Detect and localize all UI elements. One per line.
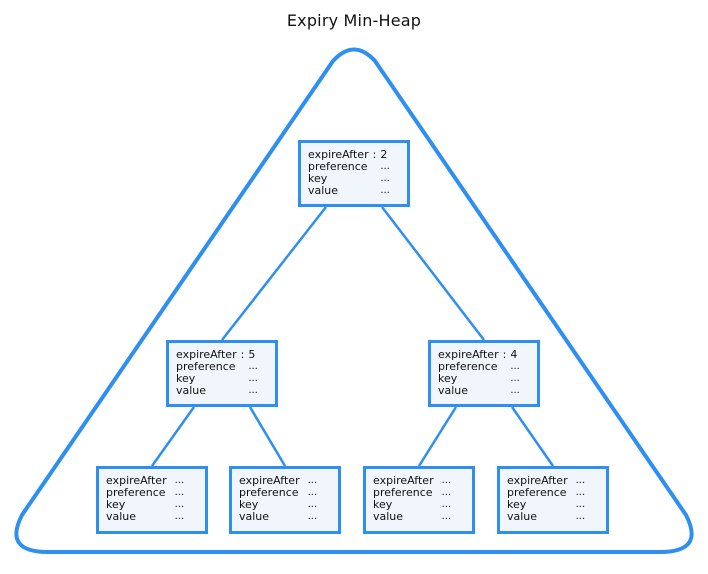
expire-after-label: expireAfter [239, 474, 300, 487]
preference-value: ... [248, 361, 258, 372]
key-value: ... [248, 373, 258, 384]
value-label: value [176, 384, 207, 397]
value-value: ... [380, 185, 390, 196]
preference-label: preference [176, 360, 236, 373]
preference-value: ... [441, 487, 452, 498]
edge-left-to-left-left [150, 406, 196, 467]
preference-value: ... [307, 487, 318, 498]
preference-label: preference [507, 486, 567, 499]
heap-edges [150, 206, 555, 467]
heap-node-root[interactable]: expireAfter:2 preference... key... value… [298, 140, 410, 207]
edge-root-to-right [381, 206, 485, 341]
heap-node-left-left[interactable]: expireAfter... preference... key... valu… [96, 466, 208, 534]
expire-after-label: expireAfter [507, 474, 568, 487]
heap-node-left[interactable]: expireAfter:5 preference... key... value… [166, 340, 278, 407]
expire-after-value: ... [307, 475, 318, 486]
value-label: value [106, 510, 137, 523]
value-label: value [438, 384, 469, 397]
edge-right-to-right-left [417, 406, 458, 467]
value-label: value [239, 510, 270, 523]
expire-after-value: ... [174, 475, 185, 486]
expire-after-value: 5 [248, 348, 256, 361]
key-label: key [308, 172, 328, 185]
edge-root-to-left [221, 206, 327, 341]
edge-right-to-right-right [510, 406, 555, 467]
heap-node-right-right[interactable]: expireAfter... preference... key... valu… [497, 466, 609, 534]
key-label: key [239, 498, 259, 511]
heap-node-right-left[interactable]: expireAfter... preference... key... valu… [363, 466, 475, 534]
heap-node-left-right[interactable]: expireAfter... preference... key... valu… [229, 466, 341, 534]
preference-label: preference [239, 486, 299, 499]
preference-label: preference [106, 486, 166, 499]
expire-after-label: expireAfter [438, 348, 499, 361]
value-label: value [308, 184, 339, 197]
expire-after-label: expireAfter [106, 474, 167, 487]
value-label: value [507, 510, 538, 523]
preference-label: preference [438, 360, 498, 373]
heap-boundary-triangle [14, 47, 694, 554]
key-value: ... [380, 173, 390, 184]
value-value: ... [174, 511, 185, 522]
expire-after-label: expireAfter [308, 148, 369, 161]
key-label: key [106, 498, 126, 511]
key-label: key [373, 498, 393, 511]
preference-value: ... [510, 361, 520, 372]
expire-after-value: 2 [380, 148, 388, 161]
preference-value: ... [380, 161, 390, 172]
value-value: ... [307, 511, 318, 522]
expire-after-value: 4 [510, 348, 518, 361]
value-value: ... [510, 385, 520, 396]
expire-after-separator: : [240, 348, 245, 361]
expire-after-value: ... [441, 475, 452, 486]
edge-left-to-left-right [248, 406, 287, 467]
key-value: ... [307, 499, 318, 510]
key-value: ... [510, 373, 520, 384]
key-value: ... [575, 499, 586, 510]
key-value: ... [174, 499, 185, 510]
key-label: key [507, 498, 527, 511]
preference-value: ... [575, 487, 586, 498]
key-label: key [438, 372, 458, 385]
expire-after-separator: : [372, 148, 377, 161]
preference-label: preference [373, 486, 433, 499]
key-label: key [176, 372, 196, 385]
preference-label: preference [308, 160, 368, 173]
heap-node-right[interactable]: expireAfter:4 preference... key... value… [428, 340, 540, 407]
key-value: ... [441, 499, 452, 510]
value-value: ... [248, 385, 258, 396]
diagram-title: Expiry Min-Heap [286, 11, 422, 30]
expire-after-separator: : [502, 348, 507, 361]
value-value: ... [441, 511, 452, 522]
preference-value: ... [174, 487, 185, 498]
expire-after-label: expireAfter [176, 348, 237, 361]
value-label: value [373, 510, 404, 523]
expire-after-value: ... [575, 475, 586, 486]
value-value: ... [575, 511, 586, 522]
expire-after-label: expireAfter [373, 474, 434, 487]
